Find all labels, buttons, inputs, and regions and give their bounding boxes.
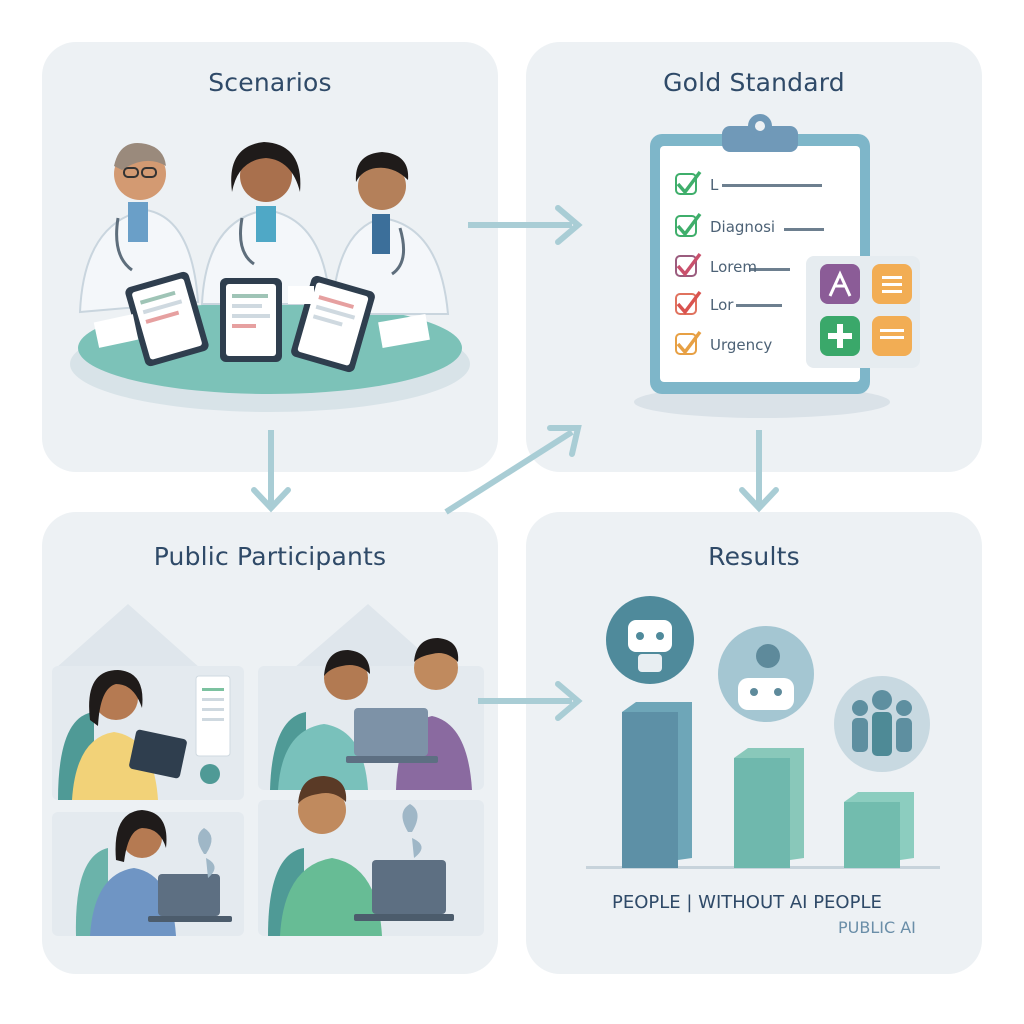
paper (378, 314, 430, 348)
participant-scene (258, 638, 484, 790)
list-icon (872, 264, 912, 304)
arrow-gold-to-results (739, 430, 779, 513)
checkmark-icon (675, 252, 702, 277)
group-icon (834, 676, 930, 772)
decor-ornament (198, 828, 215, 878)
checkmark-icon (675, 212, 702, 237)
public-participants-title: Public Participants (153, 542, 387, 571)
tablet-icon (129, 729, 187, 779)
public-participants-panel: Public Participants (42, 512, 498, 974)
checkmark-icon (675, 290, 702, 315)
results-axis-label-secondary: PUBLIC AI (838, 918, 916, 937)
arrow-scenarios-to-participants (251, 430, 291, 513)
results-panel: Results (526, 512, 982, 974)
participants-illustration (52, 604, 484, 936)
doctor-icon (200, 142, 332, 305)
paper (288, 286, 314, 304)
results-title: Results (708, 542, 800, 571)
arrow-scenarios-to-gold (468, 205, 583, 245)
checkmark-icon (675, 170, 702, 195)
house-roof (56, 604, 200, 668)
checkmark-icon (675, 330, 702, 355)
result-bar-1 (622, 702, 692, 868)
results-bars-illustration (586, 596, 940, 869)
laptop-icon (354, 860, 454, 921)
arrow-participants-to-results (478, 681, 583, 721)
participant-scene (258, 776, 484, 936)
gold-standard-title: Gold Standard (663, 68, 845, 97)
checklist-item-1: L (710, 176, 719, 194)
clipboard-clip (722, 126, 798, 152)
laptop-icon (346, 708, 438, 763)
paper (93, 314, 139, 348)
plus-icon (820, 316, 860, 356)
checklist-item-2: Diagnosi (710, 218, 776, 236)
participant-scene (52, 810, 244, 936)
decor-ornament (402, 804, 422, 858)
clipboard-icon (125, 271, 209, 367)
house-roof (294, 604, 440, 668)
doctors-illustration (70, 142, 470, 412)
laptop-icon (148, 874, 232, 922)
document-icon (872, 316, 912, 356)
scenarios-title: Scenarios (208, 68, 332, 97)
checklist-item-4: Lor (710, 296, 734, 314)
gold-standard-panel: Gold Standard L Diagnosi Lorem Lor Urgen… (526, 42, 982, 472)
participant-scene (52, 666, 244, 800)
tool-icon (820, 264, 860, 304)
checklist-item-3: Lorem (710, 258, 757, 276)
result-bar-2 (734, 748, 804, 868)
robot-icon (718, 626, 814, 722)
clipboard-illustration (634, 114, 920, 418)
results-axis-label-primary: PEOPLE | WITHOUT AI PEOPLE (612, 892, 882, 913)
checklist-item-5: Urgency (710, 336, 773, 354)
scenarios-panel: Scenarios (42, 42, 498, 472)
clipboard-icon (220, 278, 282, 362)
arrow-participants-to-gold (444, 425, 582, 515)
robot-icon (606, 596, 694, 684)
result-bar-3 (844, 792, 914, 868)
